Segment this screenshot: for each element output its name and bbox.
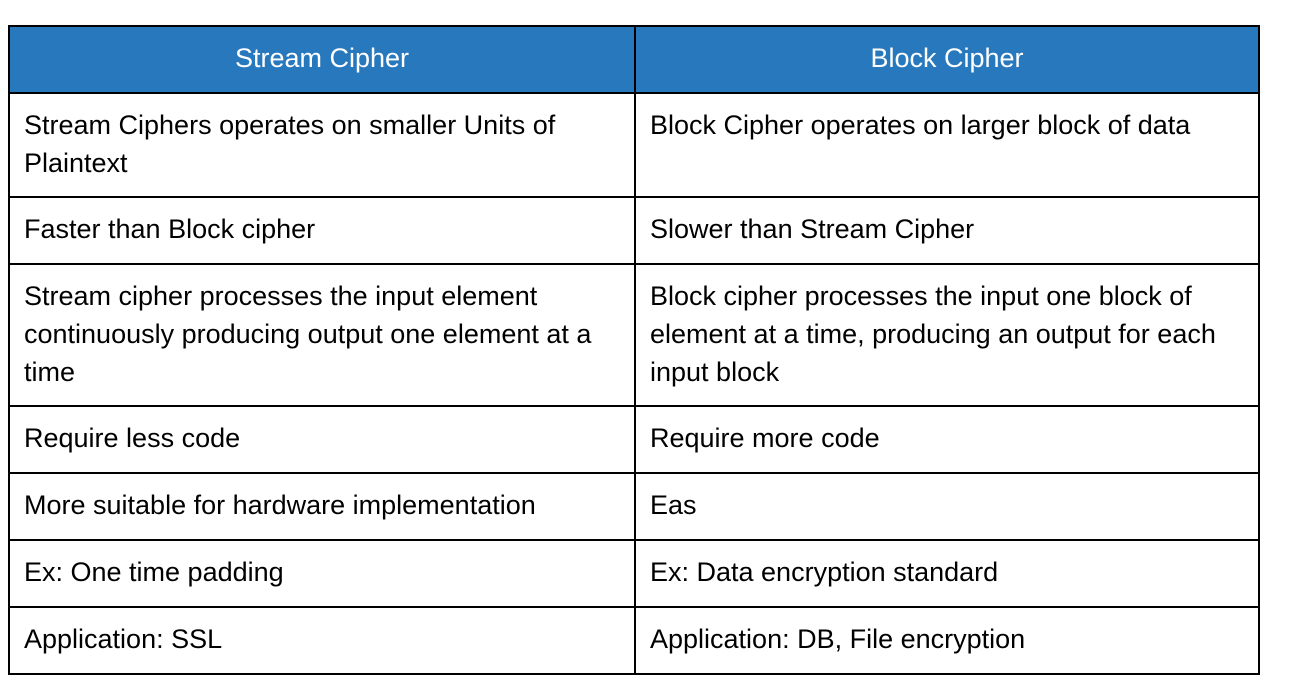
table-body: Stream Ciphers operates on smaller Units… [8, 91, 1260, 675]
table-cell-block: Ex: Data encryption standard [634, 538, 1260, 608]
table-cell-stream: Stream cipher processes the input elemen… [8, 262, 636, 407]
table-cell-stream: Require less code [8, 404, 636, 474]
table-header-row: Stream Cipher Block Cipher [8, 25, 1260, 94]
table-cell-block: Eas [634, 471, 1260, 541]
table-row: Stream Ciphers operates on smaller Units… [8, 91, 1260, 198]
table-cell-stream: Ex: One time padding [8, 538, 636, 608]
table-cell-block: Block cipher processes the input one blo… [634, 262, 1260, 407]
table-cell-stream: Faster than Block cipher [8, 195, 636, 265]
cell-text: Block cipher processes the input one blo… [650, 280, 1216, 387]
table-cell-stream: More suitable for hardware implementatio… [8, 471, 636, 541]
table-row: Application: SSL Application: DB, File e… [8, 605, 1260, 675]
cell-text: Require more code [650, 422, 880, 453]
cell-text: Stream Ciphers operates on smaller Units… [24, 109, 556, 178]
table-cell-block: Slower than Stream Cipher [634, 195, 1260, 265]
table-cell-stream: Application: SSL [8, 605, 636, 675]
cell-text: Stream cipher processes the input elemen… [24, 280, 592, 387]
table-cell-stream: Stream Ciphers operates on smaller Units… [8, 91, 636, 198]
table-row: More suitable for hardware implementatio… [8, 471, 1260, 541]
cell-text: Eas [650, 489, 697, 520]
table-row: Faster than Block cipher Slower than Str… [8, 195, 1260, 265]
cell-text: Block Cipher operates on larger block of… [650, 109, 1191, 140]
table-row: Stream cipher processes the input elemen… [8, 262, 1260, 407]
table-row: Ex: One time padding Ex: Data encryption… [8, 538, 1260, 608]
column-header-label: Stream Cipher [234, 43, 410, 73]
table-cell-block: Application: DB, File encryption [634, 605, 1260, 675]
table-cell-block: Require more code [634, 404, 1260, 474]
cell-text: Slower than Stream Cipher [650, 213, 975, 244]
cell-text: Require less code [24, 422, 241, 453]
column-header-stream-cipher: Stream Cipher [8, 25, 636, 94]
comparison-table: Stream Cipher Block Cipher Stream Cipher… [8, 25, 1260, 675]
column-header-block-cipher: Block Cipher [634, 25, 1260, 94]
cell-text: Application: SSL [24, 623, 223, 654]
cell-text: Application: DB, File encryption [650, 623, 1026, 654]
column-header-label: Block Cipher [870, 43, 1024, 73]
cell-text: Ex: Data encryption standard [650, 556, 999, 587]
cell-text: Faster than Block cipher [24, 213, 316, 244]
table-header: Stream Cipher Block Cipher [8, 25, 1260, 94]
cell-text: More suitable for hardware implementatio… [24, 489, 536, 520]
table-cell-block: Block Cipher operates on larger block of… [634, 91, 1260, 198]
table-row: Require less code Require more code [8, 404, 1260, 474]
cell-text: Ex: One time padding [24, 556, 284, 587]
